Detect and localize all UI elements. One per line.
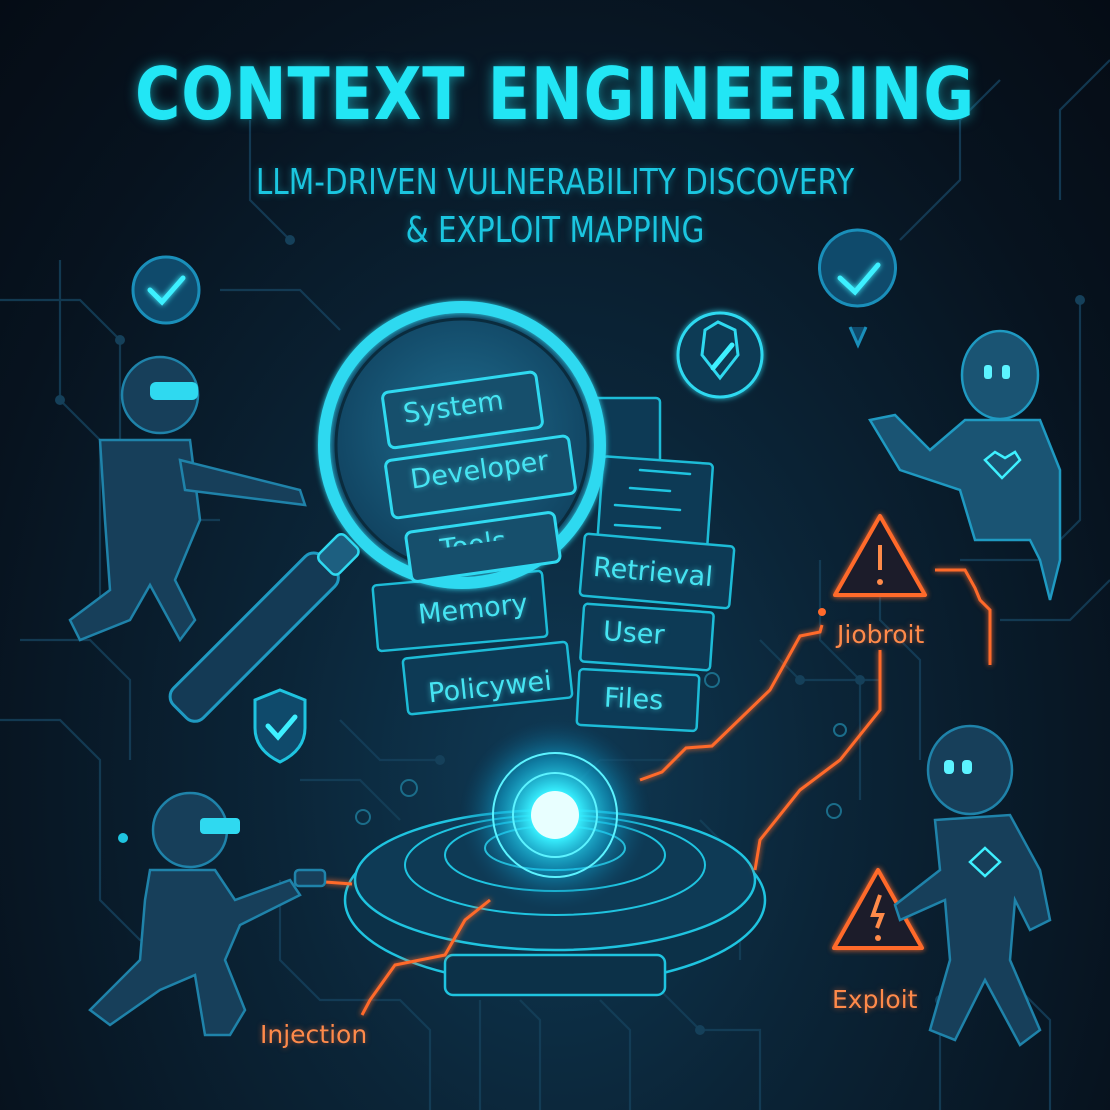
robot-right-upper	[868, 329, 1062, 601]
glowing-core-icon	[343, 720, 767, 997]
threat-label-injection: Injection	[260, 1020, 368, 1049]
shield-check-icon	[253, 688, 307, 764]
robot-runner-left	[88, 791, 327, 1037]
check-pin-icon	[818, 228, 897, 349]
threat-label-exploit: Exploit	[832, 985, 918, 1014]
subtitle-line-2: & EXPLOIT MAPPING	[405, 210, 705, 251]
card-files: Files	[603, 682, 665, 717]
card-user: User	[601, 615, 666, 652]
warning-triangle-icon	[832, 514, 927, 950]
magnifier-icon	[168, 301, 606, 723]
subtitle-line-1: LLM-DRIVEN VULNERABILITY DISCOVERY	[255, 162, 855, 203]
shield-slash-icon	[676, 311, 764, 399]
check-circle-icon	[131, 255, 201, 325]
page-title: CONTEXT ENGINEERING	[134, 52, 976, 136]
threat-label-upper: Jiobroit	[837, 620, 925, 649]
robot-right-lower	[893, 724, 1052, 1047]
robot-hacker-left	[68, 355, 307, 643]
